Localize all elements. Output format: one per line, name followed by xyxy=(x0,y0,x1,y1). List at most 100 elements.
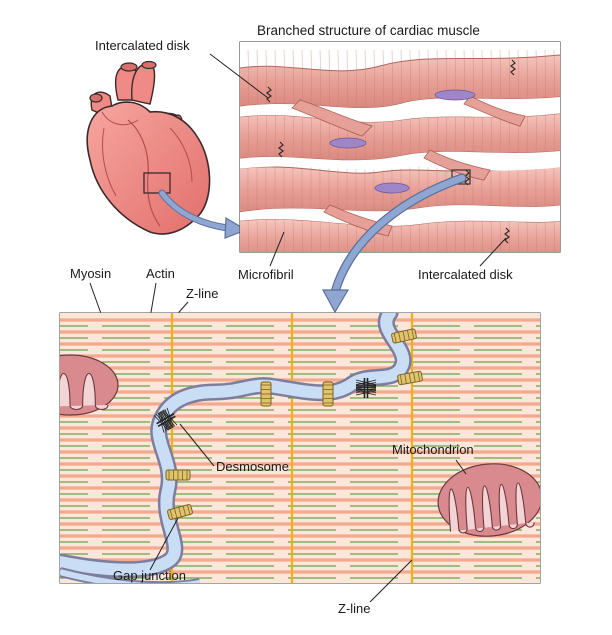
fiber-striation xyxy=(535,49,538,252)
desmosome-fiber xyxy=(163,409,178,426)
fiber-striation xyxy=(508,49,511,252)
gap-junction xyxy=(322,381,334,407)
fiber-striation xyxy=(427,49,430,252)
gap-junction-channel xyxy=(417,371,421,382)
fiber-striation xyxy=(400,49,403,252)
fiber-branch xyxy=(463,95,526,127)
mitochondrion-cristae xyxy=(448,482,535,534)
fiber-striation xyxy=(292,49,295,252)
cell-gap-bottom xyxy=(60,569,200,583)
fiber-striation xyxy=(391,49,394,252)
mitochondrion xyxy=(437,463,540,537)
label-gap-junction: Gap junction xyxy=(113,568,186,583)
gap-junction-channel xyxy=(187,504,191,515)
label-z-line-bottom: Z-line xyxy=(338,601,371,616)
intercalated-disk xyxy=(464,169,470,186)
branched-muscle-panel xyxy=(239,41,561,253)
fiber-striation xyxy=(256,49,259,252)
fiber-striation xyxy=(499,49,502,252)
fiber-striation xyxy=(274,49,277,252)
cell-junction-panel xyxy=(59,312,541,584)
gap-junction-channel xyxy=(169,509,173,520)
fiber-branch xyxy=(291,99,373,137)
mitochondrion-outer xyxy=(437,463,540,537)
label-microfibril: Microfibril xyxy=(238,267,294,282)
gap-junction-channel xyxy=(393,332,397,343)
fiber-striation xyxy=(310,49,313,252)
fiber-striation xyxy=(301,49,304,252)
gap-junction-channel xyxy=(402,331,406,341)
fiber-gap xyxy=(240,205,560,226)
gap-junction-channel xyxy=(404,373,407,384)
arrow-muscle-to-cells xyxy=(321,173,467,314)
mitochondrion xyxy=(60,354,119,416)
gap-junction-channel xyxy=(406,330,410,341)
gap-junction xyxy=(165,469,191,481)
heart-illustration xyxy=(86,60,211,235)
fiber-striation xyxy=(544,49,547,252)
fiber-striation xyxy=(247,49,250,252)
label-myosin: Myosin xyxy=(70,266,111,281)
label-actin: Actin xyxy=(146,266,175,281)
fiber-striation xyxy=(472,49,475,252)
desmosome-fiber xyxy=(355,379,377,386)
desmosome-fiber xyxy=(157,412,165,433)
nucleus xyxy=(329,137,367,149)
desmosome-plaque xyxy=(157,415,176,427)
desmosome xyxy=(153,407,178,433)
fiber-striation xyxy=(553,49,556,252)
desmosome xyxy=(355,378,377,398)
panel-background xyxy=(60,313,540,583)
desmosome-fiber xyxy=(355,390,377,396)
fiber-striation xyxy=(265,49,268,252)
fiber-striation xyxy=(526,49,529,252)
fiber-striation xyxy=(481,49,484,252)
gap-junction-channel xyxy=(178,507,182,517)
fiber-striation xyxy=(454,49,457,252)
label-mitochondrion: Mitochondrion xyxy=(392,442,474,457)
desmosome-fiber xyxy=(159,411,169,431)
nucleus xyxy=(374,182,410,194)
intercalated-disk xyxy=(504,227,510,244)
fiber-striation xyxy=(328,49,331,252)
fiber-striation xyxy=(445,49,448,252)
gap-junction-channel xyxy=(413,372,416,383)
gap-junction xyxy=(391,328,417,344)
desmosome-fiber xyxy=(355,389,377,393)
desmosome-fiber xyxy=(160,411,171,430)
gap-junction-channel xyxy=(411,329,415,340)
desmosome-fiber xyxy=(161,410,174,428)
nucleus xyxy=(434,89,476,101)
fiber-striation xyxy=(517,49,520,252)
fiber-striation xyxy=(463,49,466,252)
mitochondrion-cristae xyxy=(60,372,109,411)
desmosome-fiber xyxy=(162,410,176,427)
gap-junction-channel xyxy=(182,505,187,516)
fiber-striation xyxy=(355,49,358,252)
label-intercalated-disk-top: Intercalated disk xyxy=(95,38,190,53)
gap-junction-channel xyxy=(408,373,412,383)
label-z-line-top: Z-line xyxy=(186,286,219,301)
fiber-branch xyxy=(423,149,491,181)
label-intercalated-disk-right: Intercalated disk xyxy=(418,267,513,282)
gap-junction xyxy=(167,504,193,520)
gap-junction-channel xyxy=(398,331,402,342)
gap-junction-channel xyxy=(173,508,178,519)
muscle-fiber xyxy=(240,54,560,109)
desmosome-plaque xyxy=(156,413,175,425)
fiber-striation xyxy=(418,49,421,252)
fiber-striation xyxy=(283,49,286,252)
gap-junction-channel xyxy=(399,374,403,385)
desmosome-fiber xyxy=(355,388,377,391)
fiber-striation xyxy=(337,49,340,252)
label-desmosome: Desmosome xyxy=(216,459,289,474)
intercalated-disk xyxy=(266,86,272,103)
fiber-striation xyxy=(409,49,412,252)
gap-junction xyxy=(260,381,272,407)
diagram-title: Branched structure of cardiac muscle xyxy=(257,23,480,38)
fiber-gap xyxy=(240,150,560,171)
desmosome-fiber xyxy=(355,384,377,388)
fiber-striation xyxy=(364,49,367,252)
intercalated-disk xyxy=(510,59,516,76)
